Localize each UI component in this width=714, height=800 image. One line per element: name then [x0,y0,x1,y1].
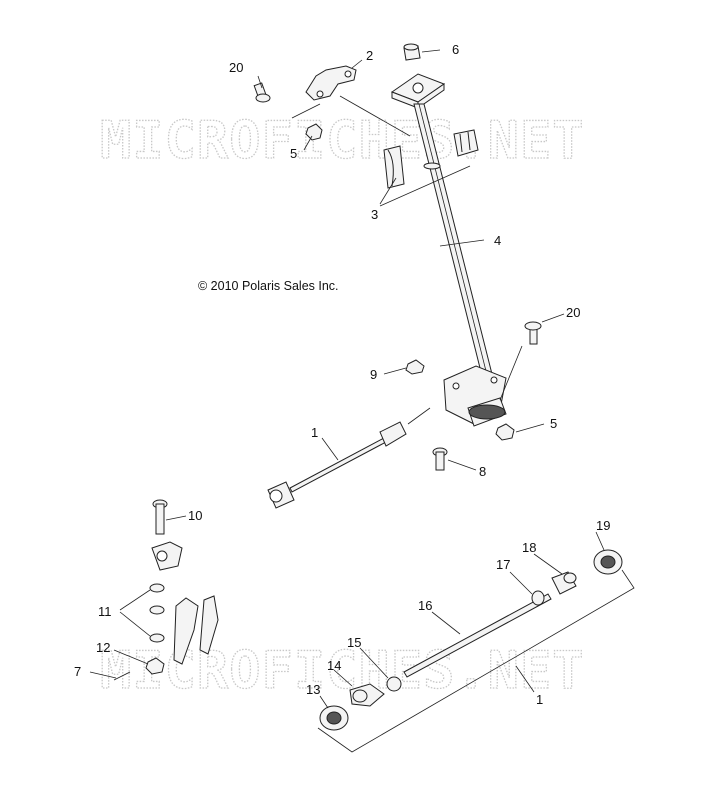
callout-1-top: 1 [311,425,318,440]
callout-13: 13 [306,682,320,697]
callout-9: 9 [370,367,377,382]
tie-rod-upper-part [267,421,407,509]
copyright-text: © 2010 Polaris Sales Inc. [198,279,339,293]
ball-joint-part-thirteen [319,705,349,731]
callout-3: 3 [371,207,378,222]
ball-joint-part-nineteen [593,549,623,575]
bolt-part-eight [432,447,448,471]
bolt-part-ten [152,499,168,535]
callout-14: 14 [327,658,341,673]
tie-rod-shaft-part [403,593,552,678]
callout-5-mid: 5 [550,416,557,431]
callout-18: 18 [522,540,536,555]
callout-8: 8 [479,464,486,479]
callout-12: 12 [96,640,110,655]
cap-part [403,43,421,61]
washer-part [149,583,165,643]
watermark-bottom: MICROFICHES.NET [100,641,585,701]
assembly-bracket-line [317,569,635,753]
spacer-part-seventeen [531,590,545,606]
rod-end-part-fourteen [349,683,385,707]
callout-20-top: 20 [229,60,243,75]
callout-10: 10 [188,508,202,523]
nut-part-twelve [145,657,165,675]
rod-end-part-left [151,541,183,571]
clamp-bracket-part [305,65,357,101]
callout-5-top: 5 [290,146,297,161]
pitman-arm-part [173,595,219,665]
callout-7: 7 [74,664,81,679]
callout-6: 6 [452,42,459,57]
watermark-top: MICROFICHES.NET [100,111,585,171]
callout-15: 15 [347,635,361,650]
nut-part-mid [495,423,515,441]
bolt-part-top [253,82,271,103]
callout-19: 19 [596,518,610,533]
callout-17: 17 [496,557,510,572]
spacer-part-fifteen [386,676,402,692]
callout-11: 11 [98,604,112,619]
cotter-pin-part [113,671,131,681]
bushing-part [383,129,479,189]
callout-1-bottom: 1 [536,692,543,707]
callout-2: 2 [366,48,373,63]
bolt-part-mid [524,321,542,345]
steering-column-part [390,73,507,427]
nut-part-nine [405,359,425,375]
callout-4: 4 [494,233,501,248]
callout-20-mid: 20 [566,305,580,320]
nut-part-top [305,123,323,141]
rod-end-part-eighteen [551,571,577,595]
callout-16: 16 [418,598,432,613]
leader-lines [89,49,605,709]
